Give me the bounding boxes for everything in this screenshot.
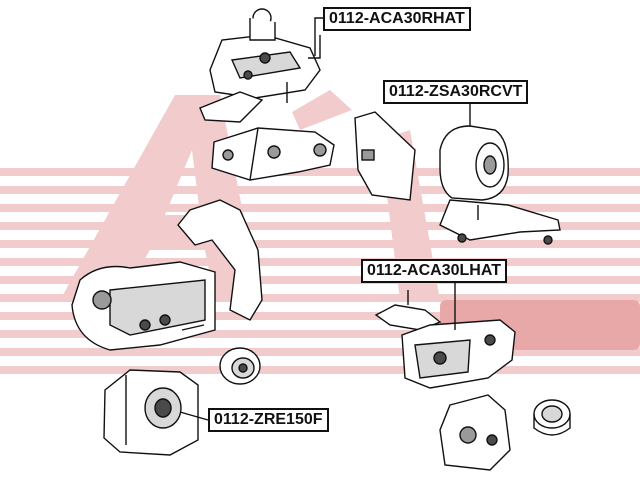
part-aca30lhat [374,290,516,389]
label-0112-zre150f: 0112-ZRE150F [208,408,329,432]
watermark-logo [0,90,640,374]
label-0112-aca30lhat: 0112-ACA30LHAT [361,259,507,283]
part-zre150f [103,369,199,456]
label-0112-zsa30rcvt: 0112-ZSA30RCVT [383,80,529,104]
label-0112-aca30rhat: 0112-ACA30RHAT [323,7,471,31]
part-zsa30rcvt [354,111,561,245]
part-left-assembly [71,199,263,385]
part-aca30rhat [199,8,335,181]
leader-zre [179,411,209,421]
part-bottom-right [439,394,571,471]
leader-rhat [314,17,323,56]
